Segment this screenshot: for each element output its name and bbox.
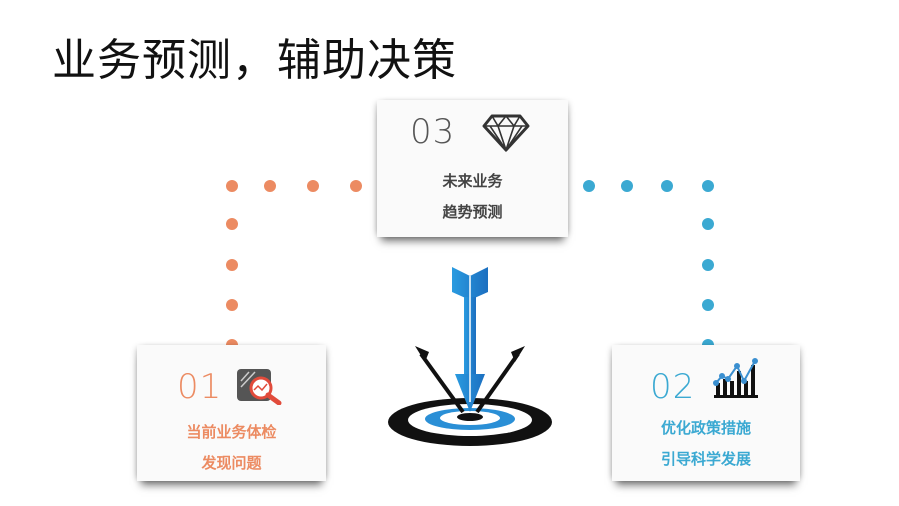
connector-dot — [702, 180, 714, 192]
card-number: 03 — [410, 112, 455, 152]
card-text-line: 引导科学发展 — [612, 448, 800, 469]
card-02: 02 优化政策措施 引导科学发展 — [612, 345, 800, 481]
connector-dot — [264, 180, 276, 192]
connector-dot — [661, 180, 673, 192]
connector-dot — [621, 180, 633, 192]
connector-dot — [307, 180, 319, 192]
card-text-line: 发现问题 — [137, 452, 326, 473]
card-text-line: 未来业务 — [377, 170, 568, 191]
connector-dot — [226, 180, 238, 192]
target-with-arrows-illustration — [385, 262, 555, 447]
connector-dot — [702, 259, 714, 271]
card-text-line: 优化政策措施 — [612, 417, 800, 438]
card-03: 03 未来业务 趋势预测 — [377, 100, 568, 237]
card-number: 02 — [650, 367, 695, 407]
page-title: 业务预测，辅助决策 — [52, 34, 457, 88]
card-text-line: 当前业务体检 — [137, 421, 326, 442]
connector-dot — [226, 299, 238, 311]
card-text-line: 趋势预测 — [377, 201, 568, 222]
card-01: 01 当前业务体检 发现问题 — [137, 345, 326, 481]
connector-dot — [226, 259, 238, 271]
magnifier-chart-icon — [235, 367, 285, 405]
connector-dot — [583, 180, 595, 192]
connector-dot — [350, 180, 362, 192]
diamond-icon — [482, 114, 530, 152]
blue-arrow-icon — [452, 267, 488, 412]
bar-line-chart-icon — [712, 357, 760, 399]
card-number: 01 — [177, 367, 222, 407]
connector-dot — [226, 218, 238, 230]
connector-dot — [702, 299, 714, 311]
connector-dot — [702, 218, 714, 230]
